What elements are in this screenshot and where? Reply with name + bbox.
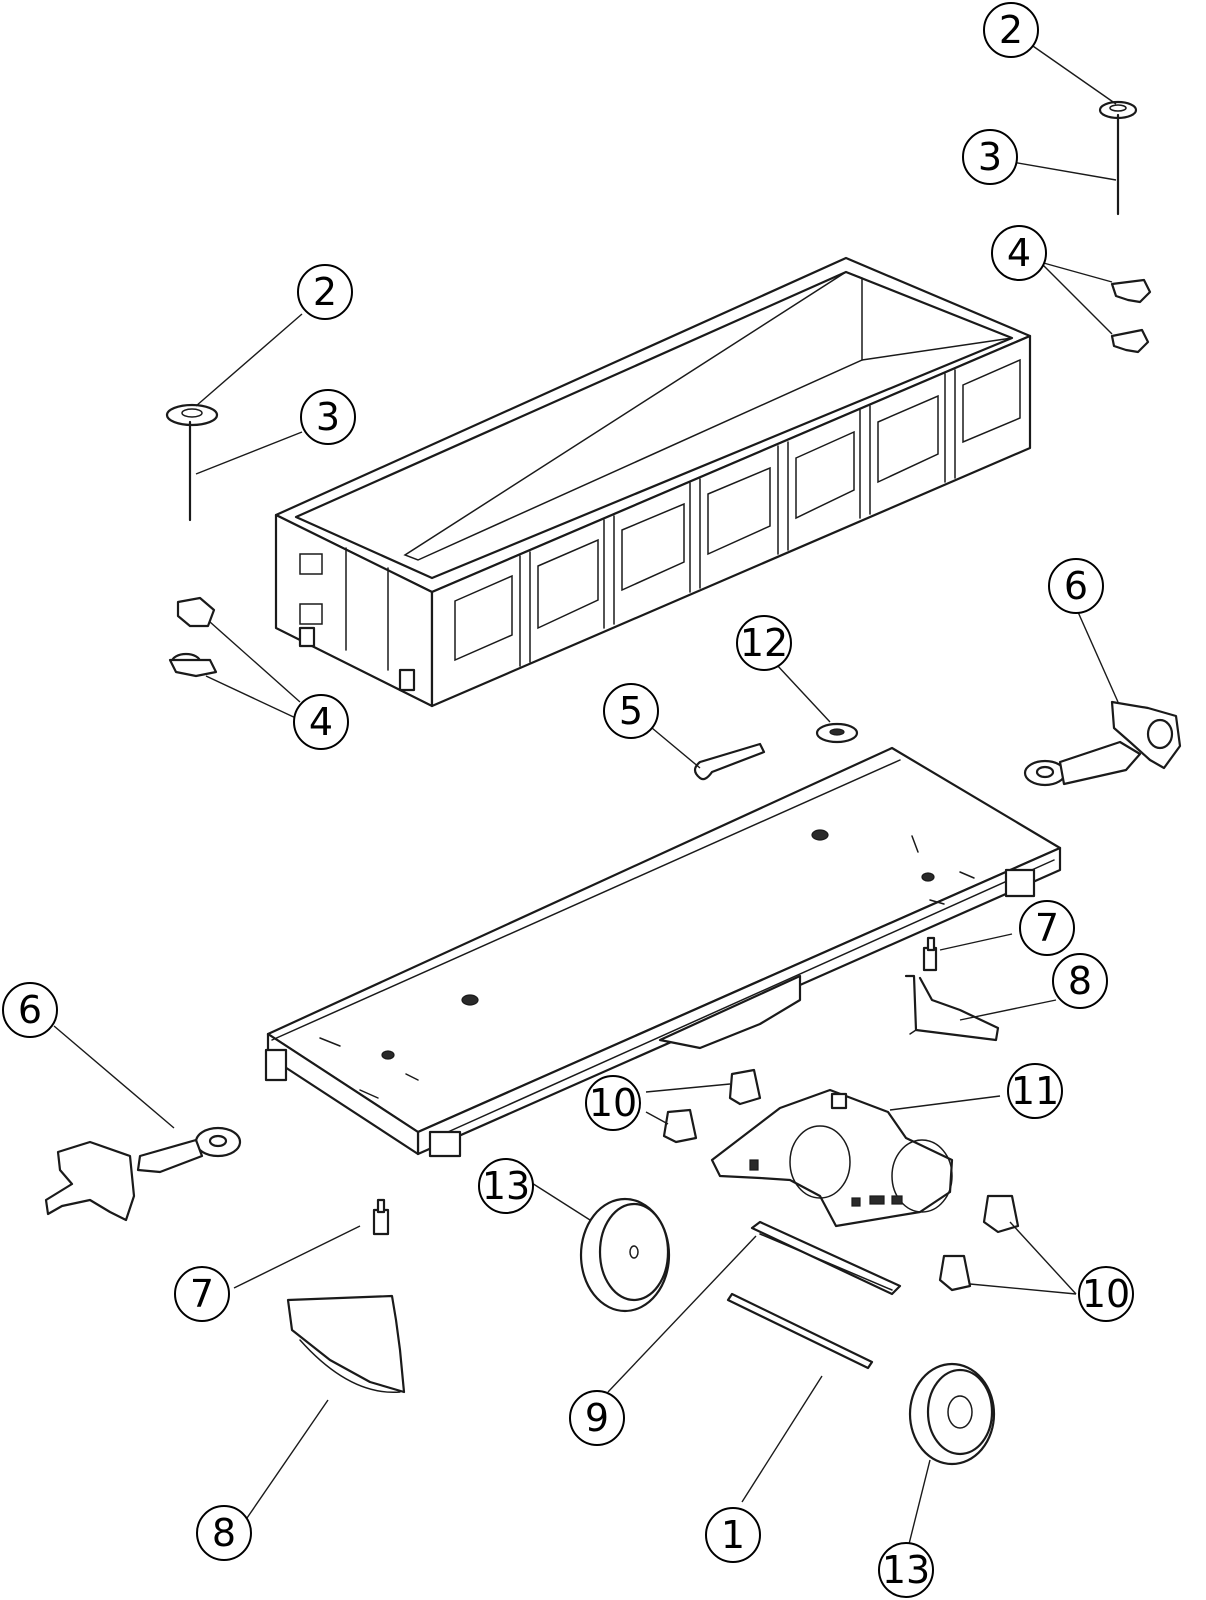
callout-10-lower: 10: [1078, 1266, 1134, 1322]
svg-text:9: 9: [585, 1396, 609, 1440]
svg-text:12: 12: [740, 621, 788, 665]
knuckle-pin-right: [922, 936, 938, 972]
svg-text:2: 2: [313, 270, 337, 314]
svg-text:6: 6: [1064, 564, 1088, 608]
svg-text:5: 5: [619, 689, 643, 733]
clip-upper-a: [728, 1068, 762, 1106]
callout-2-left: 2: [297, 264, 353, 320]
callout-5: 5: [603, 683, 659, 739]
car-floor-chassis: [264, 746, 1062, 1158]
svg-text:7: 7: [1035, 906, 1059, 950]
svg-text:2: 2: [999, 8, 1023, 52]
callout-6-right: 6: [1048, 558, 1104, 614]
callout-12: 12: [736, 615, 792, 671]
washer: [815, 722, 859, 744]
bracket-left: [286, 1294, 406, 1394]
callout-13-middle: 13: [478, 1158, 534, 1214]
clip-pair-top-right: [1110, 278, 1152, 354]
callout-1: 1: [705, 1507, 761, 1563]
callout-7-right: 7: [1019, 900, 1075, 956]
axle-rod: [726, 1292, 874, 1370]
callout-2-top-right: 2: [983, 2, 1039, 58]
axle-bar: [750, 1220, 902, 1296]
callout-4-top-right: 4: [991, 225, 1047, 281]
clip-lower-a: [982, 1194, 1020, 1234]
knuckle-pin-left: [372, 1198, 390, 1236]
cotter-pin: [693, 742, 766, 781]
callout-8-left: 8: [196, 1505, 252, 1561]
wheel-bottom: [908, 1362, 996, 1466]
svg-text:11: 11: [1011, 1069, 1059, 1113]
svg-text:6: 6: [18, 988, 42, 1032]
truck-frame: [710, 1088, 954, 1228]
svg-text:8: 8: [212, 1511, 236, 1555]
svg-text:13: 13: [482, 1164, 530, 1208]
callout-7-left: 7: [174, 1266, 230, 1322]
svg-text:4: 4: [309, 700, 333, 744]
callout-6-left: 6: [2, 982, 58, 1038]
svg-text:10: 10: [589, 1081, 637, 1125]
svg-text:3: 3: [316, 395, 340, 439]
svg-text:13: 13: [882, 1548, 930, 1592]
svg-text:8: 8: [1068, 959, 1092, 1003]
coupler-right: [1023, 700, 1182, 787]
callout-3-left: 3: [300, 389, 356, 445]
gondola-car-body: [274, 256, 1032, 708]
svg-text:1: 1: [721, 1513, 745, 1557]
callout-3-top-right: 3: [962, 129, 1018, 185]
callout-4-left: 4: [293, 694, 349, 750]
bracket-right: [904, 974, 1000, 1042]
svg-text:4: 4: [1007, 231, 1031, 275]
clip-pair-left: [168, 596, 218, 678]
leader-lines: [53, 43, 1119, 1549]
svg-text:10: 10: [1082, 1272, 1130, 1316]
callout-11: 11: [1007, 1063, 1063, 1119]
callout-8-right: 8: [1052, 953, 1108, 1009]
rivet-head-left: [165, 403, 219, 427]
coupler-left: [44, 1126, 242, 1222]
callout-13-bottom: 13: [878, 1542, 934, 1598]
wheel-middle: [579, 1197, 671, 1313]
svg-text:3: 3: [978, 135, 1002, 179]
callout-9: 9: [569, 1390, 625, 1446]
clip-lower-b: [938, 1254, 972, 1292]
svg-text:7: 7: [190, 1272, 214, 1316]
clip-upper-b: [662, 1108, 698, 1144]
callout-10-upper: 10: [585, 1075, 641, 1131]
